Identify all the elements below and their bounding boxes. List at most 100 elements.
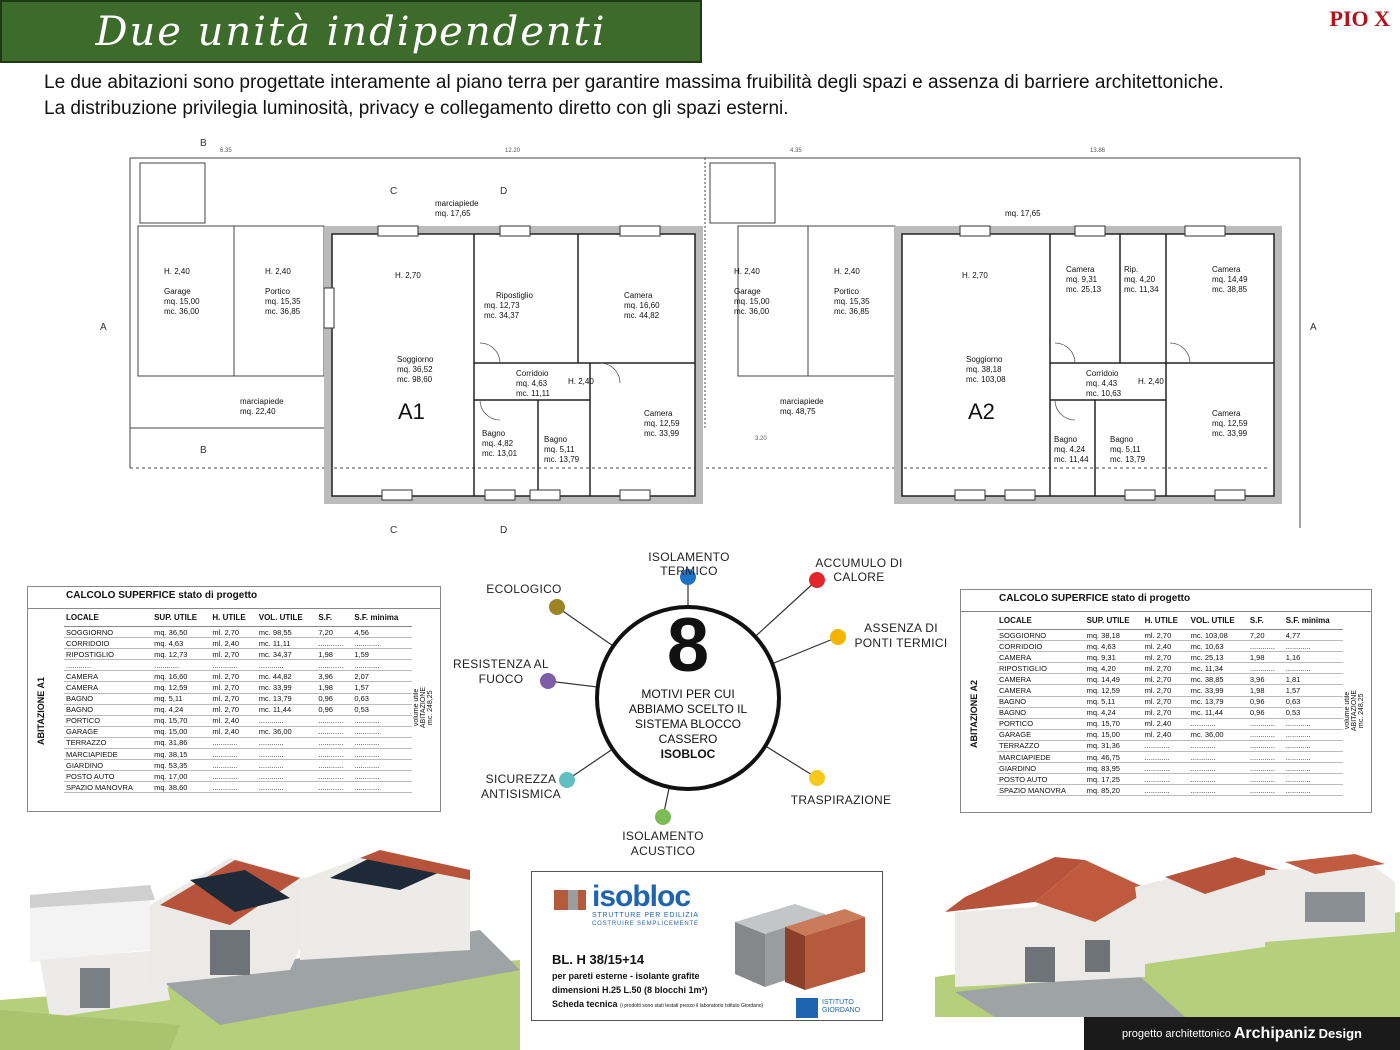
column-header: SUP. UTILE xyxy=(152,609,211,627)
table-cell: ml. 2,70 xyxy=(1142,662,1189,675)
motivo-dot xyxy=(559,772,575,788)
table-cell: ............ xyxy=(352,715,412,727)
table-cell: 7,20 xyxy=(1247,629,1284,642)
table-cell: mq. 38,18 xyxy=(1084,629,1143,642)
footer-pre: progetto architettonico xyxy=(1122,1027,1231,1040)
table-cell: ............ xyxy=(1283,784,1343,797)
table-cell: ml. 2,40 xyxy=(210,715,257,727)
floor-plan: B B C C D D A A 6.35 12.20 4.35 13.88 3.… xyxy=(100,138,1317,536)
render-left xyxy=(0,850,520,1050)
intro-line: Le due abitazioni sono progettate intera… xyxy=(44,72,1224,93)
isobloc-card: isobloc STRUTTURE PER EDILIZIA COSTRUIRE… xyxy=(531,871,883,1021)
room-label: mq. 15,35 xyxy=(834,297,870,306)
table-cell: mq. 4,63 xyxy=(1084,640,1143,653)
motivo-label: ISOLAMENTO TERMICO xyxy=(648,550,730,578)
table-cell: ............ xyxy=(1188,784,1248,797)
room-label: mc. 11,34 xyxy=(1124,285,1159,294)
room-label: H. 2,40 xyxy=(1138,377,1164,386)
table-cell: SOGGIORNO xyxy=(997,629,1085,642)
table-cell: MARCIAPIEDE xyxy=(997,751,1085,764)
table-cell: ml. 2,70 xyxy=(1142,673,1189,686)
volume-note: volume utile ABITAZIONE mc. 248,25 xyxy=(1344,690,1365,731)
room-label: mq. 4,43 xyxy=(1086,379,1118,388)
table-cell: ............ xyxy=(1247,773,1284,786)
dimension-label: 6.35 xyxy=(220,148,232,154)
cert-line: ISTITUTO xyxy=(822,999,854,1006)
table-cell: ............ xyxy=(1188,718,1248,730)
table-cell: ml. 2,40 xyxy=(1142,718,1189,730)
motivi-diagram: 8 MOTIVI PER CUI ABBIAMO SCELTO IL SISTE… xyxy=(453,545,955,865)
scheda-label: Scheda tecnica xyxy=(552,999,618,1009)
table-cell: 1,57 xyxy=(1283,684,1343,697)
table-cell: 0,63 xyxy=(352,693,412,705)
table-cell: ............ xyxy=(1247,729,1284,741)
table-cell: ............ xyxy=(210,770,257,783)
motivo-dot xyxy=(809,770,825,786)
column-header: VOL. UTILE xyxy=(1188,612,1248,630)
table-cell: ............ xyxy=(210,737,257,750)
table-cell: mq. 4,63 xyxy=(152,637,211,650)
table-cell: ............ xyxy=(1247,751,1284,764)
table-cell: mc. 13,79 xyxy=(256,693,317,705)
room-label: mc. 13,01 xyxy=(482,449,518,458)
table-cell: ............ xyxy=(1283,718,1343,730)
volume-note: volume utile ABITAZIONE mc. 248,25 xyxy=(413,687,434,728)
table-cell: ............ xyxy=(316,715,353,727)
table-cell: mq. 15,00 xyxy=(1084,729,1143,741)
room-label: mc. 33,99 xyxy=(1212,429,1248,438)
table-cell: ............ xyxy=(1188,751,1248,764)
motivo-dot xyxy=(549,599,565,615)
table-cell: GARAGE xyxy=(64,726,153,738)
room-label: marciapiede xyxy=(435,199,479,208)
table-cell: mq. 15,70 xyxy=(1084,718,1143,730)
motivi-svg xyxy=(540,569,846,825)
room-label: mq. 38,18 xyxy=(966,365,1002,374)
table-cell: ml. 2,70 xyxy=(1142,684,1189,697)
table-cell: ............ xyxy=(210,781,257,794)
motivi-line: ABBIAMO SCELTO IL xyxy=(628,702,748,716)
room-label: H. 2,70 xyxy=(395,271,421,280)
table-cell: ............ xyxy=(210,759,257,772)
table-cell: ml. 2,70 xyxy=(210,681,257,694)
section-marker: B xyxy=(200,445,207,456)
dimension-label: 12.20 xyxy=(505,148,521,154)
table-cell: ............ xyxy=(1283,740,1343,753)
column-header: SUP. UTILE xyxy=(1084,612,1143,630)
motivo-label-line: ASSENZA DI xyxy=(864,621,938,635)
section-marker: A xyxy=(1310,322,1317,333)
table-cell: ............ xyxy=(256,737,317,750)
table-cell: mc. 36,00 xyxy=(256,726,317,738)
room-label: Ripostiglio xyxy=(496,291,533,300)
isobloc-tagline: COSTRUIRE SEMPLICEMENTE xyxy=(592,921,699,927)
room-label: mq. 4,24 xyxy=(1054,445,1086,454)
table-cell: MARCIAPIEDE xyxy=(64,748,153,761)
dimension-label: 13.88 xyxy=(1090,148,1106,154)
table-cell: mq. 14,49 xyxy=(1084,673,1143,686)
block-image xyxy=(725,882,871,992)
motivi-brand: ISOBLOC xyxy=(660,747,716,761)
table-cell: ............ xyxy=(1247,718,1284,730)
volume-note-line: mc. 248,25 xyxy=(427,690,434,725)
volume-note-line: volume utile xyxy=(1344,691,1351,730)
room-label: mq. 15,00 xyxy=(734,297,770,306)
table-cell: ............ xyxy=(316,726,353,738)
title-banner: Due unità indipendenti xyxy=(0,0,702,63)
isobloc-logo-icon xyxy=(552,884,588,916)
center-text: 8 MOTIVI PER CUI ABBIAMO SCELTO IL SISTE… xyxy=(597,608,779,762)
room-label: mc. 13,79 xyxy=(1110,455,1146,464)
table-cell: 1,16 xyxy=(1283,651,1343,664)
table-cell: 0,96 xyxy=(316,704,353,716)
table-cell: 0,96 xyxy=(1247,696,1284,708)
table-cell: 0,53 xyxy=(352,704,412,716)
